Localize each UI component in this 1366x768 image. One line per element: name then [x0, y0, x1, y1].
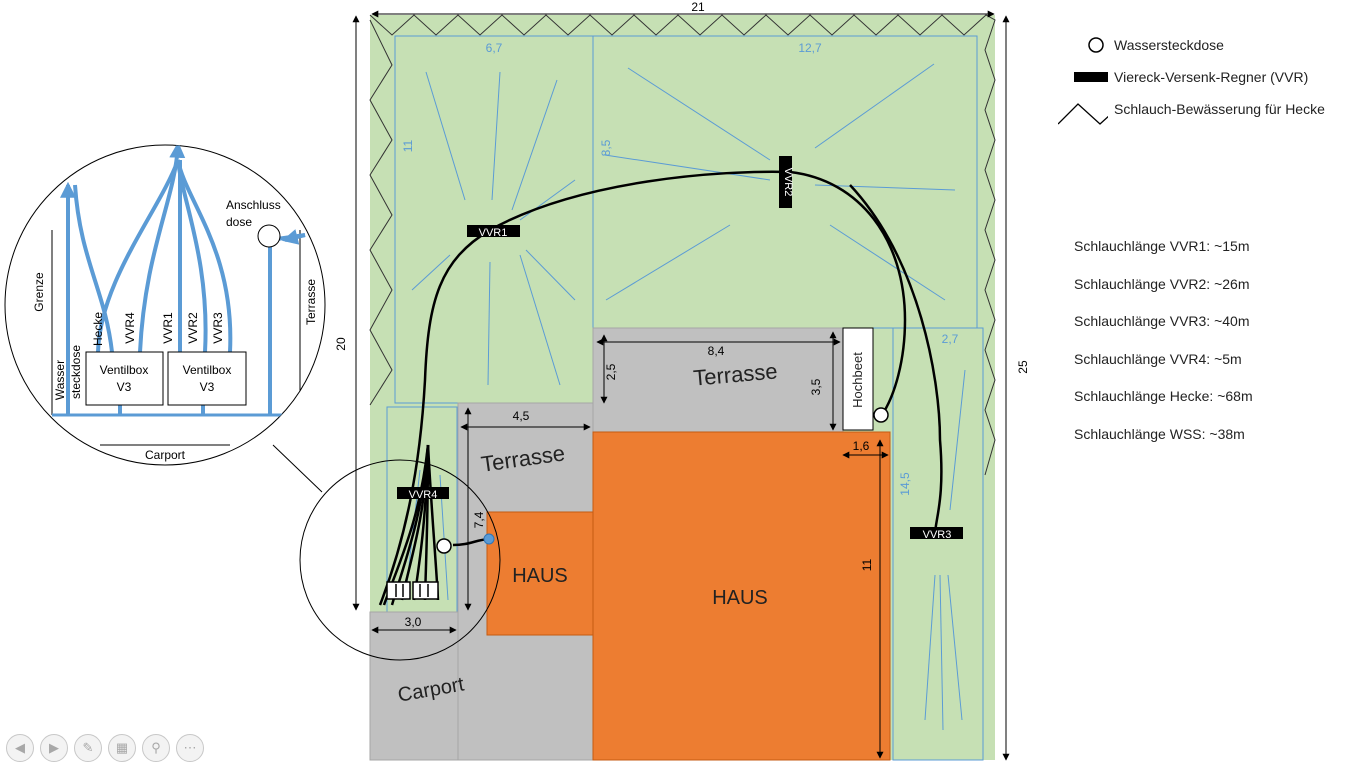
sprinkler-icon [1074, 72, 1108, 82]
dim-right-strip-height: 14,5 [898, 472, 912, 496]
dim-lawn-right-width: 12,7 [798, 41, 822, 55]
house-main [592, 431, 891, 761]
dim-right-strip-width: 2,7 [942, 332, 959, 346]
detail-vvr2-label: VVR2 [186, 312, 200, 344]
lawn-zones [386, 35, 984, 761]
zoom-icon[interactable]: ⚲ [142, 734, 170, 762]
sprinkler-vvr4-label: VVR4 [409, 489, 438, 501]
sprinkler-vvr4[interactable]: VVR4 [397, 487, 449, 501]
detail-connection-label: Anschluss [226, 198, 281, 212]
hose-lengths-list: Schlauchlänge VVR1: ~15m Schlauchlänge V… [1074, 236, 1354, 462]
hose-length-item: Schlauchlänge VVR3: ~40m [1074, 313, 1250, 330]
more-options-icon[interactable]: ⋯ [176, 734, 204, 762]
detail-border-label: Grenze [32, 272, 46, 312]
dim-top-width: 21 [691, 0, 705, 14]
detail-connection-label-2: dose [226, 215, 252, 229]
magnifier-source-circle [299, 459, 501, 661]
sprinkler-vvr2[interactable]: VVR2 [779, 156, 794, 208]
label-house-small: HAUS [512, 565, 568, 587]
detail-vvr1-label: VVR1 [161, 312, 175, 344]
sprinkler-vvr1-label: VVR1 [479, 227, 508, 239]
presentation-toolbar: ◀ ▶ ✎ ▦ ⚲ ⋯ [6, 734, 204, 764]
dim-gap-width: 1,6 [853, 439, 870, 453]
spray-lines [404, 63, 966, 731]
hose-length-item: Schlauchlänge VVR2: ~26m [1074, 275, 1250, 292]
detail-water-socket-label: Wasser [53, 360, 67, 400]
detail-valvebox1-label: Ventilbox [100, 363, 149, 377]
legend-sprinkler-label: Viereck-Versenk-Regner (VVR) [1114, 69, 1309, 85]
zigzag-icon [1058, 103, 1108, 125]
connection-socket[interactable] [483, 533, 495, 545]
pen-icon[interactable]: ✎ [74, 734, 102, 762]
legend: Wassersteckdose Viereck-Versenk-Regner (… [1058, 30, 1358, 126]
water-socket-icon [1088, 37, 1104, 53]
legend-water-socket: Wassersteckdose [1058, 30, 1358, 62]
detail-valvebox1-sub: V3 [117, 380, 132, 394]
legend-hedge-hose-label: Schlauch-Bewässerung für Hecke [1114, 101, 1325, 117]
dim-lawn-left-height: 11 [401, 139, 415, 152]
water-socket-carport[interactable] [436, 538, 452, 554]
magnifier-connector [272, 444, 323, 493]
valve-boxes-plan [386, 581, 439, 600]
detail-vvr3-label: VVR3 [211, 312, 225, 344]
dim-terrace-right-height: 2,5 [604, 363, 618, 380]
slides-grid-icon[interactable]: ▦ [108, 734, 136, 762]
dim-terrace-left-width: 4,5 [513, 409, 530, 423]
house-small [486, 511, 594, 636]
detail-hedge-label: Hecke [91, 312, 105, 346]
previous-slide-icon[interactable]: ◀ [6, 734, 34, 762]
dim-house-height: 11 [860, 558, 874, 571]
water-socket-raised-bed[interactable] [873, 407, 889, 423]
detail-water-socket-label-2: steckdose [69, 345, 83, 399]
sprinkler-vvr3-label: VVR3 [923, 529, 952, 541]
sprinkler-vvr2-label: VVR2 [782, 168, 794, 197]
legend-sprinkler: Viereck-Versenk-Regner (VVR) [1058, 62, 1358, 94]
detail-terrace-label: Terrasse [304, 279, 318, 325]
dim-terrace-left-height: 7,4 [472, 511, 486, 528]
hose-length-item: Schlauchlänge VVR4: ~5m [1074, 350, 1242, 367]
dim-lawn-right-height: 8,5 [599, 139, 613, 156]
hedge-hose-left [369, 19, 393, 406]
detail-valvebox2-label: Ventilbox [183, 363, 232, 377]
sprinkler-vvr3[interactable]: VVR3 [910, 527, 963, 541]
dim-terrace-right-width: 8,4 [708, 344, 725, 358]
detail-valvebox-2 [167, 351, 247, 406]
dim-terrace-right-height2: 3,5 [809, 378, 823, 395]
sprinkler-vvr1[interactable]: VVR1 [467, 225, 520, 239]
legend-water-socket-label: Wassersteckdose [1114, 37, 1224, 53]
label-house-main: HAUS [712, 587, 768, 609]
raised-bed [842, 327, 874, 431]
next-slide-icon[interactable]: ▶ [40, 734, 68, 762]
detail-zoom: Ventilbox V3 Ventilbox V3 Carport Anschl… [4, 144, 326, 466]
detail-carport-label: Carport [145, 448, 186, 462]
label-raised-bed: Hochbeet [850, 352, 865, 408]
hose-length-item: Schlauchlänge VVR1: ~15m [1074, 238, 1250, 254]
detail-vvr4-label: VVR4 [123, 312, 137, 344]
dim-lawn-left-width: 6,7 [486, 41, 503, 55]
detail-valvebox-1 [85, 351, 164, 406]
detail-connection-socket [257, 224, 281, 248]
legend-hedge-hose: Schlauch-Bewässerung für Hecke [1058, 94, 1358, 126]
dim-carport-width: 3,0 [405, 615, 422, 629]
hose-length-item: Schlauchlänge Hecke: ~68m [1074, 388, 1253, 405]
hose-length-item: Schlauchlänge WSS: ~38m [1074, 425, 1245, 442]
dim-left-height: 20 [334, 337, 348, 351]
dim-right-height: 25 [1016, 360, 1030, 374]
dimension-lines [352, 10, 1010, 761]
detail-valvebox2-sub: V3 [200, 380, 215, 394]
